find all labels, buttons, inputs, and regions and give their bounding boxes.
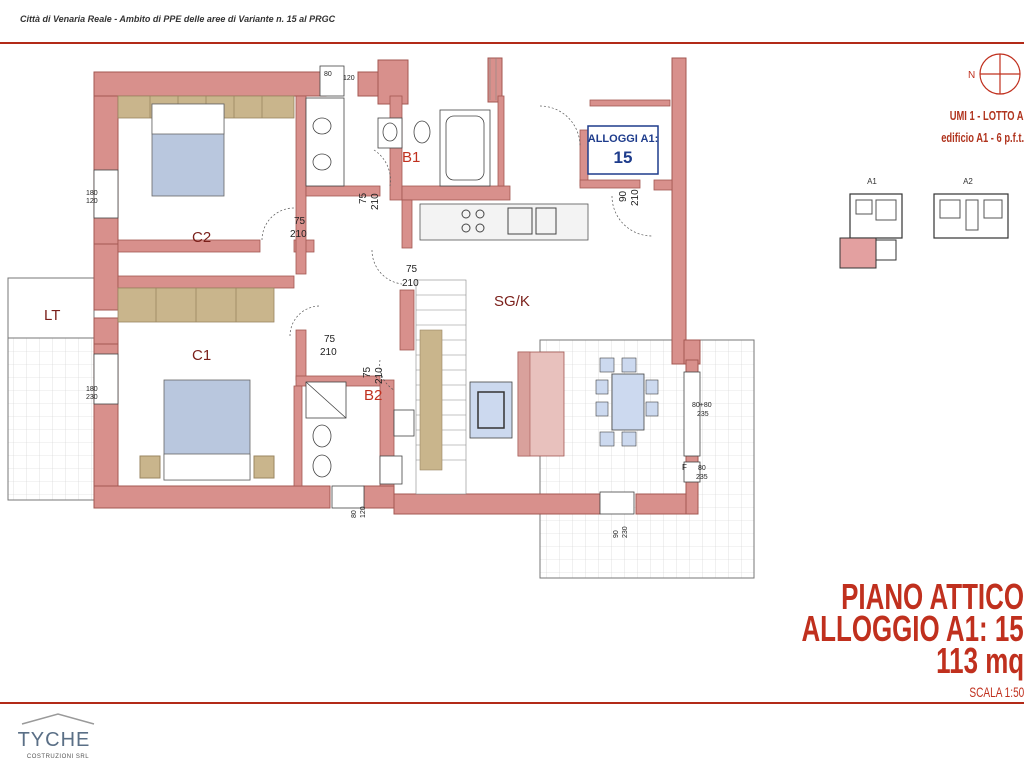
north-compass-icon: N: [968, 53, 1021, 95]
bathroom-fixtures: [305, 97, 491, 485]
logo-name: TYCHE: [18, 729, 91, 751]
room-label-lt: LT: [44, 307, 60, 324]
windows: [93, 65, 701, 515]
door-dim-h: 230: [622, 526, 629, 538]
door-dim-f: F: [682, 463, 687, 472]
door-dim-w: 180: [86, 386, 98, 393]
door-dim-w: 75: [406, 264, 418, 275]
compass-label: N: [968, 70, 975, 81]
door-dim-h: 120: [360, 506, 367, 518]
door-dim-h: 210: [630, 189, 641, 206]
door-dim-w: 80: [324, 71, 332, 78]
logo-subtitle: COSTRUZIONI SRL: [27, 754, 89, 760]
umi-line-2: edificio A1 - 6 p.f.t.: [941, 130, 1024, 145]
door-dim-h: 235: [696, 474, 708, 481]
keyplan-label-a2: A2: [963, 177, 973, 186]
top-divider: [0, 42, 1024, 44]
door-dim-h: 120: [343, 75, 355, 82]
beds: [139, 103, 275, 481]
door-dim-w: 90: [618, 190, 629, 202]
title-floor: PIANO ATTICO: [841, 576, 1024, 617]
door-dim-w: 180: [86, 190, 98, 197]
title-unit: ALLOGGIO A1: 15: [801, 608, 1024, 649]
door-dim-h: 210: [374, 367, 385, 384]
room-label-c2: C2: [192, 229, 211, 246]
interior-walls: [117, 95, 673, 487]
door-dim-h: 235: [697, 411, 709, 418]
door-dim-w: 90: [613, 530, 620, 538]
terrace-right: [539, 339, 755, 579]
keyplan-label-a1: A1: [867, 177, 877, 186]
unit-badge: ALLOGGI A1: 15: [587, 125, 659, 175]
header-title: Città di Venaria Reale - Ambito di PPE d…: [20, 14, 336, 24]
key-plan: A1 A2: [839, 177, 1009, 269]
floor-plan: C2 C1 B1 B2 SG/K LT 80 120 75 210 75 210…: [7, 57, 755, 579]
stairs: [415, 58, 497, 495]
room-label-b1: B1: [402, 149, 420, 166]
door-swings: [261, 105, 653, 391]
door-dim-h: 210: [370, 193, 381, 210]
umi-line-1: UMI 1 - LOTTO A: [950, 108, 1024, 123]
door-dim-h: 210: [402, 278, 419, 289]
door-dim-w: 80: [351, 510, 358, 518]
door-dim-w: 75: [324, 334, 336, 345]
living-furniture: [469, 351, 659, 457]
bottom-divider: [0, 702, 1024, 704]
door-dimensions: 80 120 75 210 75 210 75 210 75 210 75 21…: [86, 71, 712, 538]
room-label-b2: B2: [364, 387, 382, 404]
room-label-c1: C1: [192, 347, 211, 364]
room-label-sgk: SG/K: [494, 293, 530, 310]
kitchen-counter: [419, 203, 589, 241]
door-dim-h: 210: [320, 347, 337, 358]
title-scale: SCALA 1:50: [969, 684, 1024, 700]
company-logo: TYCHE COSTRUZIONI SRL: [18, 713, 95, 760]
door-dim-w: 80+80: [692, 402, 712, 409]
door-dim-w: 80: [698, 465, 706, 472]
door-dim-h: 120: [86, 198, 98, 205]
title-area: 113 mq: [936, 640, 1024, 681]
door-dim-w: 75: [362, 366, 373, 378]
badge-number: 15: [614, 148, 633, 167]
door-dim-h: 230: [86, 394, 98, 401]
door-dim-w: 75: [358, 192, 369, 204]
badge-label: ALLOGGI A1:: [588, 133, 658, 145]
door-dim-h: 210: [290, 229, 307, 240]
door-dim-w: 75: [294, 216, 306, 227]
